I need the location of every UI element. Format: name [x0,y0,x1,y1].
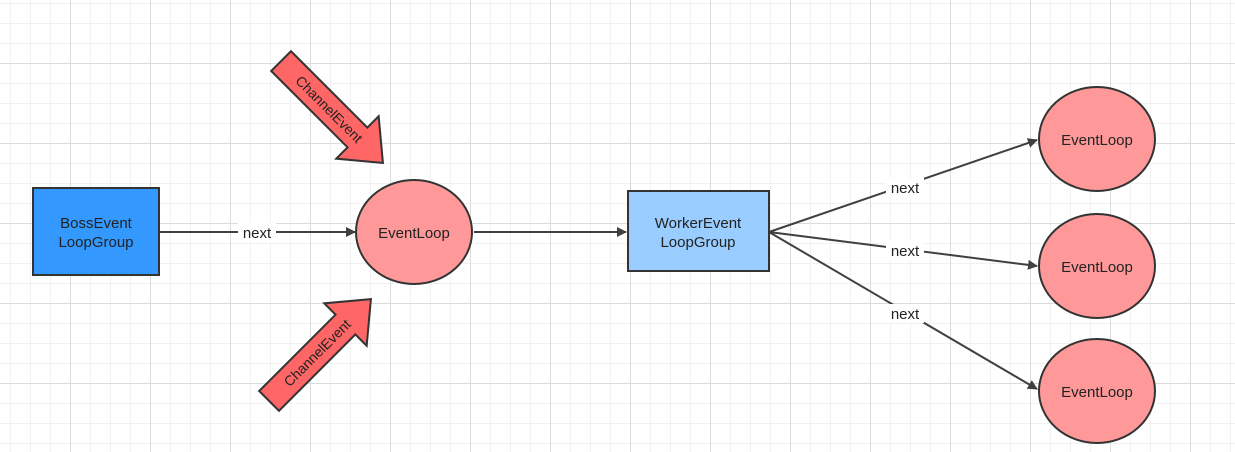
boss-event-loop-node: EventLoop [355,179,473,285]
edge-label-worker-next-2: next [886,241,924,260]
svg-text:next: next [243,225,272,242]
svg-text:LoopGroup: LoopGroup [58,234,133,251]
svg-text:next: next [891,306,920,323]
channel-event-arrow-top: ChannelEvent [269,49,385,165]
svg-text:next: next [891,243,920,260]
worker-event-loop-node-2: EventLoop [1038,213,1156,319]
edge-label-boss-next: next [238,223,276,242]
svg-text:EventLoop: EventLoop [1061,132,1133,149]
svg-text:WorkerEvent: WorkerEvent [655,215,742,232]
svg-text:EventLoop: EventLoop [378,225,450,242]
worker-event-loop-node-3: EventLoop [1038,338,1156,444]
edge-label-worker-next-3: next [886,304,924,323]
svg-text:next: next [891,180,920,197]
svg-text:ChannelEvent: ChannelEvent [292,72,366,146]
svg-text:EventLoop: EventLoop [1061,384,1133,401]
worker-event-loop-group-node: WorkerEvent LoopGroup [627,190,770,272]
edge-label-worker-next-1: next [886,178,924,197]
svg-text:LoopGroup: LoopGroup [660,234,735,251]
svg-text:BossEvent: BossEvent [60,215,133,232]
svg-text:ChannelEvent: ChannelEvent [280,316,354,390]
channel-event-arrow-bottom: ChannelEvent [257,297,373,413]
worker-event-loop-node-1: EventLoop [1038,86,1156,192]
boss-event-loop-group-node: BossEvent LoopGroup [32,187,160,276]
svg-text:EventLoop: EventLoop [1061,259,1133,276]
